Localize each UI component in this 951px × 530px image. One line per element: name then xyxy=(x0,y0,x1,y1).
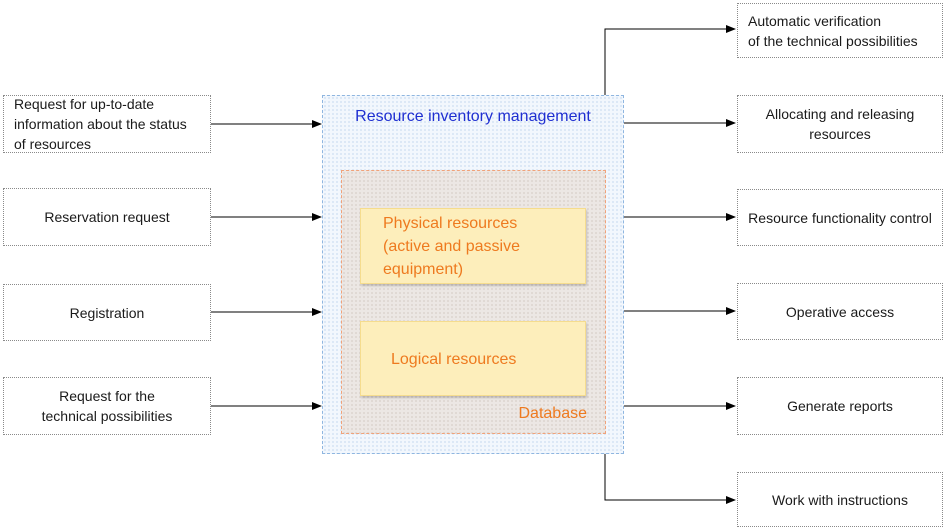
arrow-automatic-verification xyxy=(604,25,736,95)
input-technical-request: Request for the technical possibilities xyxy=(3,377,211,435)
output-work-instructions: Work with instructions xyxy=(737,472,943,527)
main-title: Resource inventory management xyxy=(355,108,591,125)
input-status-request: Request for up-to-date information about… xyxy=(3,95,211,153)
output-automatic-verification: Automatic verification of the technical … xyxy=(737,3,943,58)
output-allocating-releasing: Allocating and releasing resources xyxy=(737,95,943,153)
physical-resources: Physical resources (active and passive e… xyxy=(360,208,586,284)
database-label: Database xyxy=(518,405,588,422)
output-operative-access: Operative access xyxy=(737,283,943,340)
input-registration: Registration xyxy=(3,284,211,341)
output-generate-reports: Generate reports xyxy=(737,377,943,435)
logical-resources: Logical resources xyxy=(360,321,586,396)
input-reservation-request: Reservation request xyxy=(3,188,211,246)
output-functionality-control: Resource functionality control xyxy=(737,189,943,246)
arrow-work-instructions xyxy=(604,454,736,504)
